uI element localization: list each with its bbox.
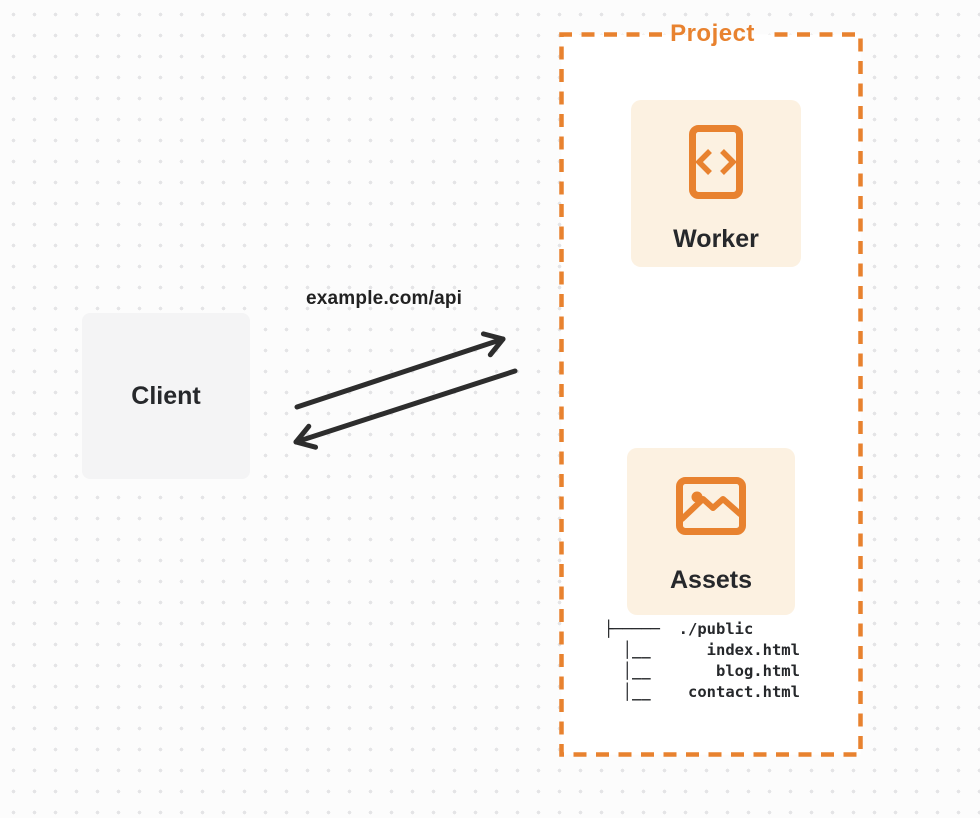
client-card: Client	[82, 313, 250, 479]
code-file-icon	[689, 125, 743, 204]
assets-label: Assets	[670, 566, 752, 594]
image-icon	[676, 477, 746, 540]
client-label: Client	[131, 381, 201, 410]
assets-card: Assets	[627, 448, 795, 615]
project-group-label: Project	[670, 20, 755, 47]
response-arrow	[293, 368, 518, 450]
worker-card: Worker	[631, 100, 801, 267]
worker-label: Worker	[673, 225, 759, 253]
request-url-label: example.com/api	[306, 288, 463, 309]
assets-file-tree: ├───── ./public │__ index.html │__ blog.…	[604, 620, 800, 701]
request-arrow	[294, 331, 506, 410]
